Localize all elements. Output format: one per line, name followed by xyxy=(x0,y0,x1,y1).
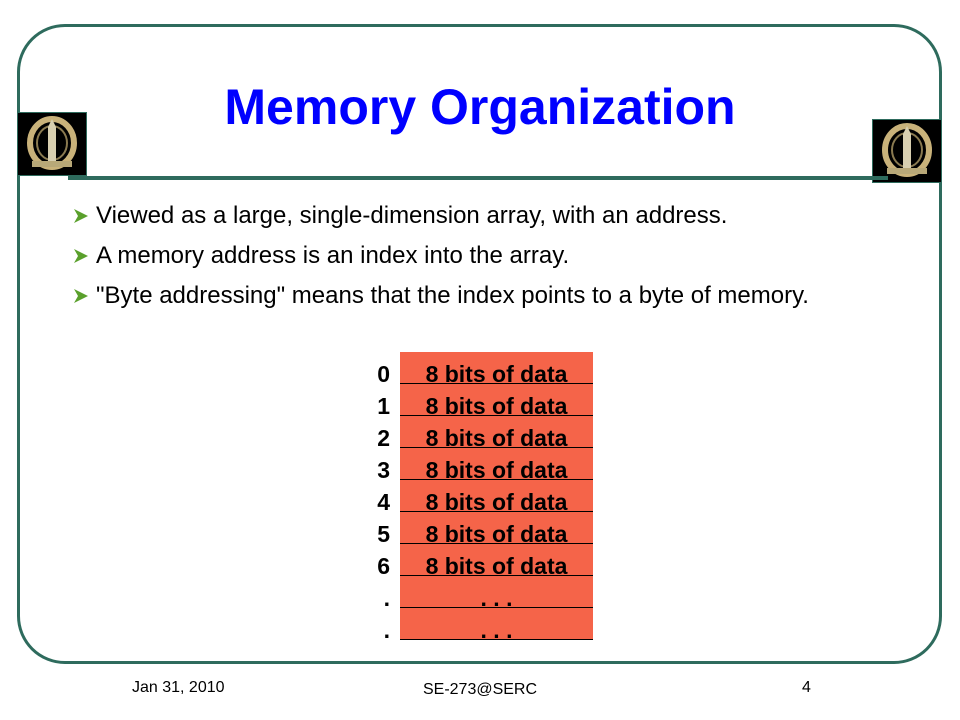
memory-address: 0 xyxy=(377,361,390,387)
bullet-list: Viewed as a large, single-dimension arra… xyxy=(72,198,872,318)
memory-address: 5 xyxy=(377,521,390,547)
memory-cell: 8 bits of data xyxy=(400,384,593,419)
title-divider xyxy=(68,176,888,180)
slide-frame xyxy=(17,24,942,664)
arrowhead-bullet-icon xyxy=(74,249,88,263)
arrowhead-bullet-icon xyxy=(74,289,88,303)
memory-address: 3 xyxy=(377,457,390,483)
bullet-text: "Byte addressing" means that the index p… xyxy=(96,282,809,309)
memory-cell: 8 bits of data xyxy=(400,352,593,387)
memory-address: 1 xyxy=(377,393,390,419)
slide-title: Memory Organization xyxy=(224,79,736,135)
memory-cell: 8 bits of data xyxy=(400,448,593,483)
footer-date: Jan 31, 2010 xyxy=(132,679,225,696)
memory-cell: . . . xyxy=(400,576,593,611)
arrowhead-bullet-icon xyxy=(74,209,88,223)
memory-cell: 8 bits of data xyxy=(400,544,593,579)
bullet-item: Viewed as a large, single-dimension arra… xyxy=(72,198,872,234)
bullet-text: A memory address is an index into the ar… xyxy=(96,242,570,269)
footer-course: SE-273@SERC xyxy=(422,681,538,698)
page-number: 4 xyxy=(802,679,811,696)
bullet-text: Viewed as a large, single-dimension arra… xyxy=(96,202,728,229)
memory-address: 2 xyxy=(377,425,390,451)
memory-address: 6 xyxy=(377,553,390,579)
memory-cell: 8 bits of data xyxy=(400,416,593,451)
emblem-logo-right xyxy=(872,119,942,183)
bullet-item: A memory address is an index into the ar… xyxy=(72,238,872,274)
bullet-item: "Byte addressing" means that the index p… xyxy=(72,278,872,314)
memory-cell: 8 bits of data xyxy=(400,512,593,547)
emblem-logo-left xyxy=(17,112,87,176)
memory-address: . xyxy=(383,617,390,643)
memory-cell: 8 bits of data xyxy=(400,480,593,515)
memory-address: 4 xyxy=(377,489,390,515)
memory-address: . xyxy=(383,585,390,611)
memory-cell: . . . xyxy=(400,608,593,643)
